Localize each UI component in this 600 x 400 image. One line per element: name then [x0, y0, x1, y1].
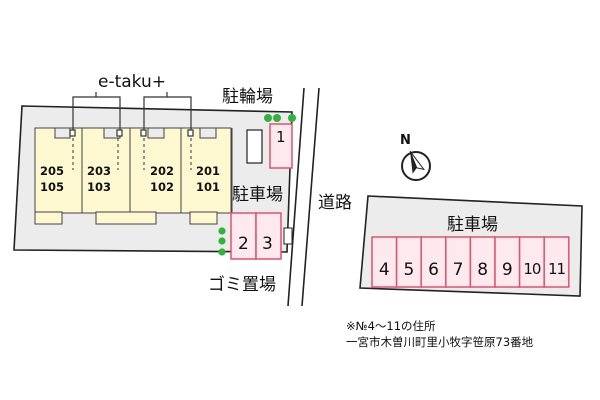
garbage-label: ゴミ置場 [208, 275, 276, 295]
unit-label-101: 101 [196, 180, 221, 194]
unit-label-203: 203 [87, 164, 112, 178]
unit-203-103 [81, 127, 131, 214]
parking-space-8 [469, 236, 496, 288]
space-number-11: 11 [547, 260, 566, 278]
space-number-5: 5 [403, 260, 415, 280]
bicycle-parking-area [246, 129, 263, 164]
trees [218, 114, 296, 256]
garbage-box [283, 227, 293, 245]
e-taku-bracket [69, 92, 194, 137]
space-number-10: 10 [523, 260, 541, 278]
parking-space-11 [543, 236, 570, 288]
parking-left-label: 駐車場 [232, 185, 283, 205]
parking-right-label: 駐車場 [447, 215, 498, 235]
space-number-7: 7 [452, 260, 464, 280]
address-note-line1: ※№4～11の住所 [346, 319, 436, 333]
space-number-3: 3 [262, 234, 273, 254]
unit-201-101 [180, 127, 232, 214]
right-parking-spaces [371, 236, 570, 288]
space-number-9: 9 [501, 260, 513, 280]
space-number-4: 4 [378, 260, 390, 280]
building-name: e-taku+ [98, 72, 167, 92]
parking-space-4 [371, 236, 398, 288]
unit-label-103: 103 [87, 180, 112, 194]
unit-label-201: 201 [196, 164, 221, 178]
building [34, 127, 233, 225]
unit-202-102 [129, 127, 182, 214]
unit-label-102: 102 [150, 180, 175, 194]
space-number-6: 6 [428, 260, 439, 280]
parking-space-9 [494, 236, 521, 288]
parking-space-1 [269, 123, 293, 169]
space-number-8: 8 [477, 260, 489, 280]
address-note-line2: 一宮市木曽川町里小牧字笹原73番地 [346, 335, 534, 349]
bicycle-parking-label: 駐輪場 [222, 87, 273, 107]
unit-label-202: 202 [150, 164, 175, 178]
parking-space-3 [255, 212, 282, 260]
road-label: 道路 [318, 193, 352, 213]
space-number-1: 1 [276, 128, 286, 146]
north-label: N [400, 133, 411, 148]
north-compass-icon [401, 150, 431, 181]
road [287, 87, 320, 307]
unit-label-105: 105 [40, 180, 65, 194]
space-number-2: 2 [238, 234, 249, 254]
unit-label-205: 205 [40, 164, 65, 178]
